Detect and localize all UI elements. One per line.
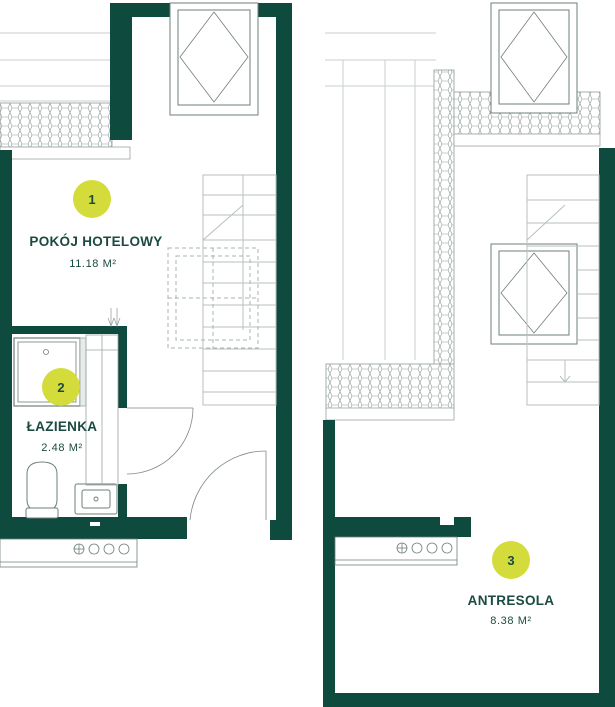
room-3-badge	[492, 541, 530, 579]
insulation-band	[0, 102, 113, 148]
door-swing	[126, 407, 267, 521]
room-2-number: 2	[57, 380, 64, 395]
room-1-label: 1 POKÓJ HOTELOWY 11.18 M²	[29, 180, 162, 270]
room-2-name: ŁAZIENKA	[27, 419, 98, 434]
room-2-area: 2.48 M²	[41, 442, 83, 454]
room-3-name: ANTRESOLA	[468, 593, 555, 608]
room-3-area: 8.38 M²	[490, 615, 532, 627]
room-1-name: POKÓJ HOTELOWY	[29, 234, 162, 249]
walls	[0, 3, 292, 540]
toilet	[25, 461, 59, 519]
room-1-number: 1	[88, 192, 95, 207]
window-top	[169, 2, 259, 116]
insulation-column	[433, 69, 455, 366]
lower-floor-plan	[0, 2, 292, 568]
room-1-badge	[73, 180, 111, 218]
room-1-area: 11.18 M²	[69, 258, 116, 270]
room-2-label: 2 ŁAZIENKA 2.48 M²	[27, 368, 98, 454]
room-2-badge	[42, 368, 80, 406]
room-3-label: 3 ANTRESOLA 8.38 M²	[468, 541, 555, 627]
mezzanine-plan	[323, 2, 615, 707]
staircase	[202, 174, 277, 406]
sink	[74, 483, 118, 515]
room-3-number: 3	[507, 553, 514, 568]
